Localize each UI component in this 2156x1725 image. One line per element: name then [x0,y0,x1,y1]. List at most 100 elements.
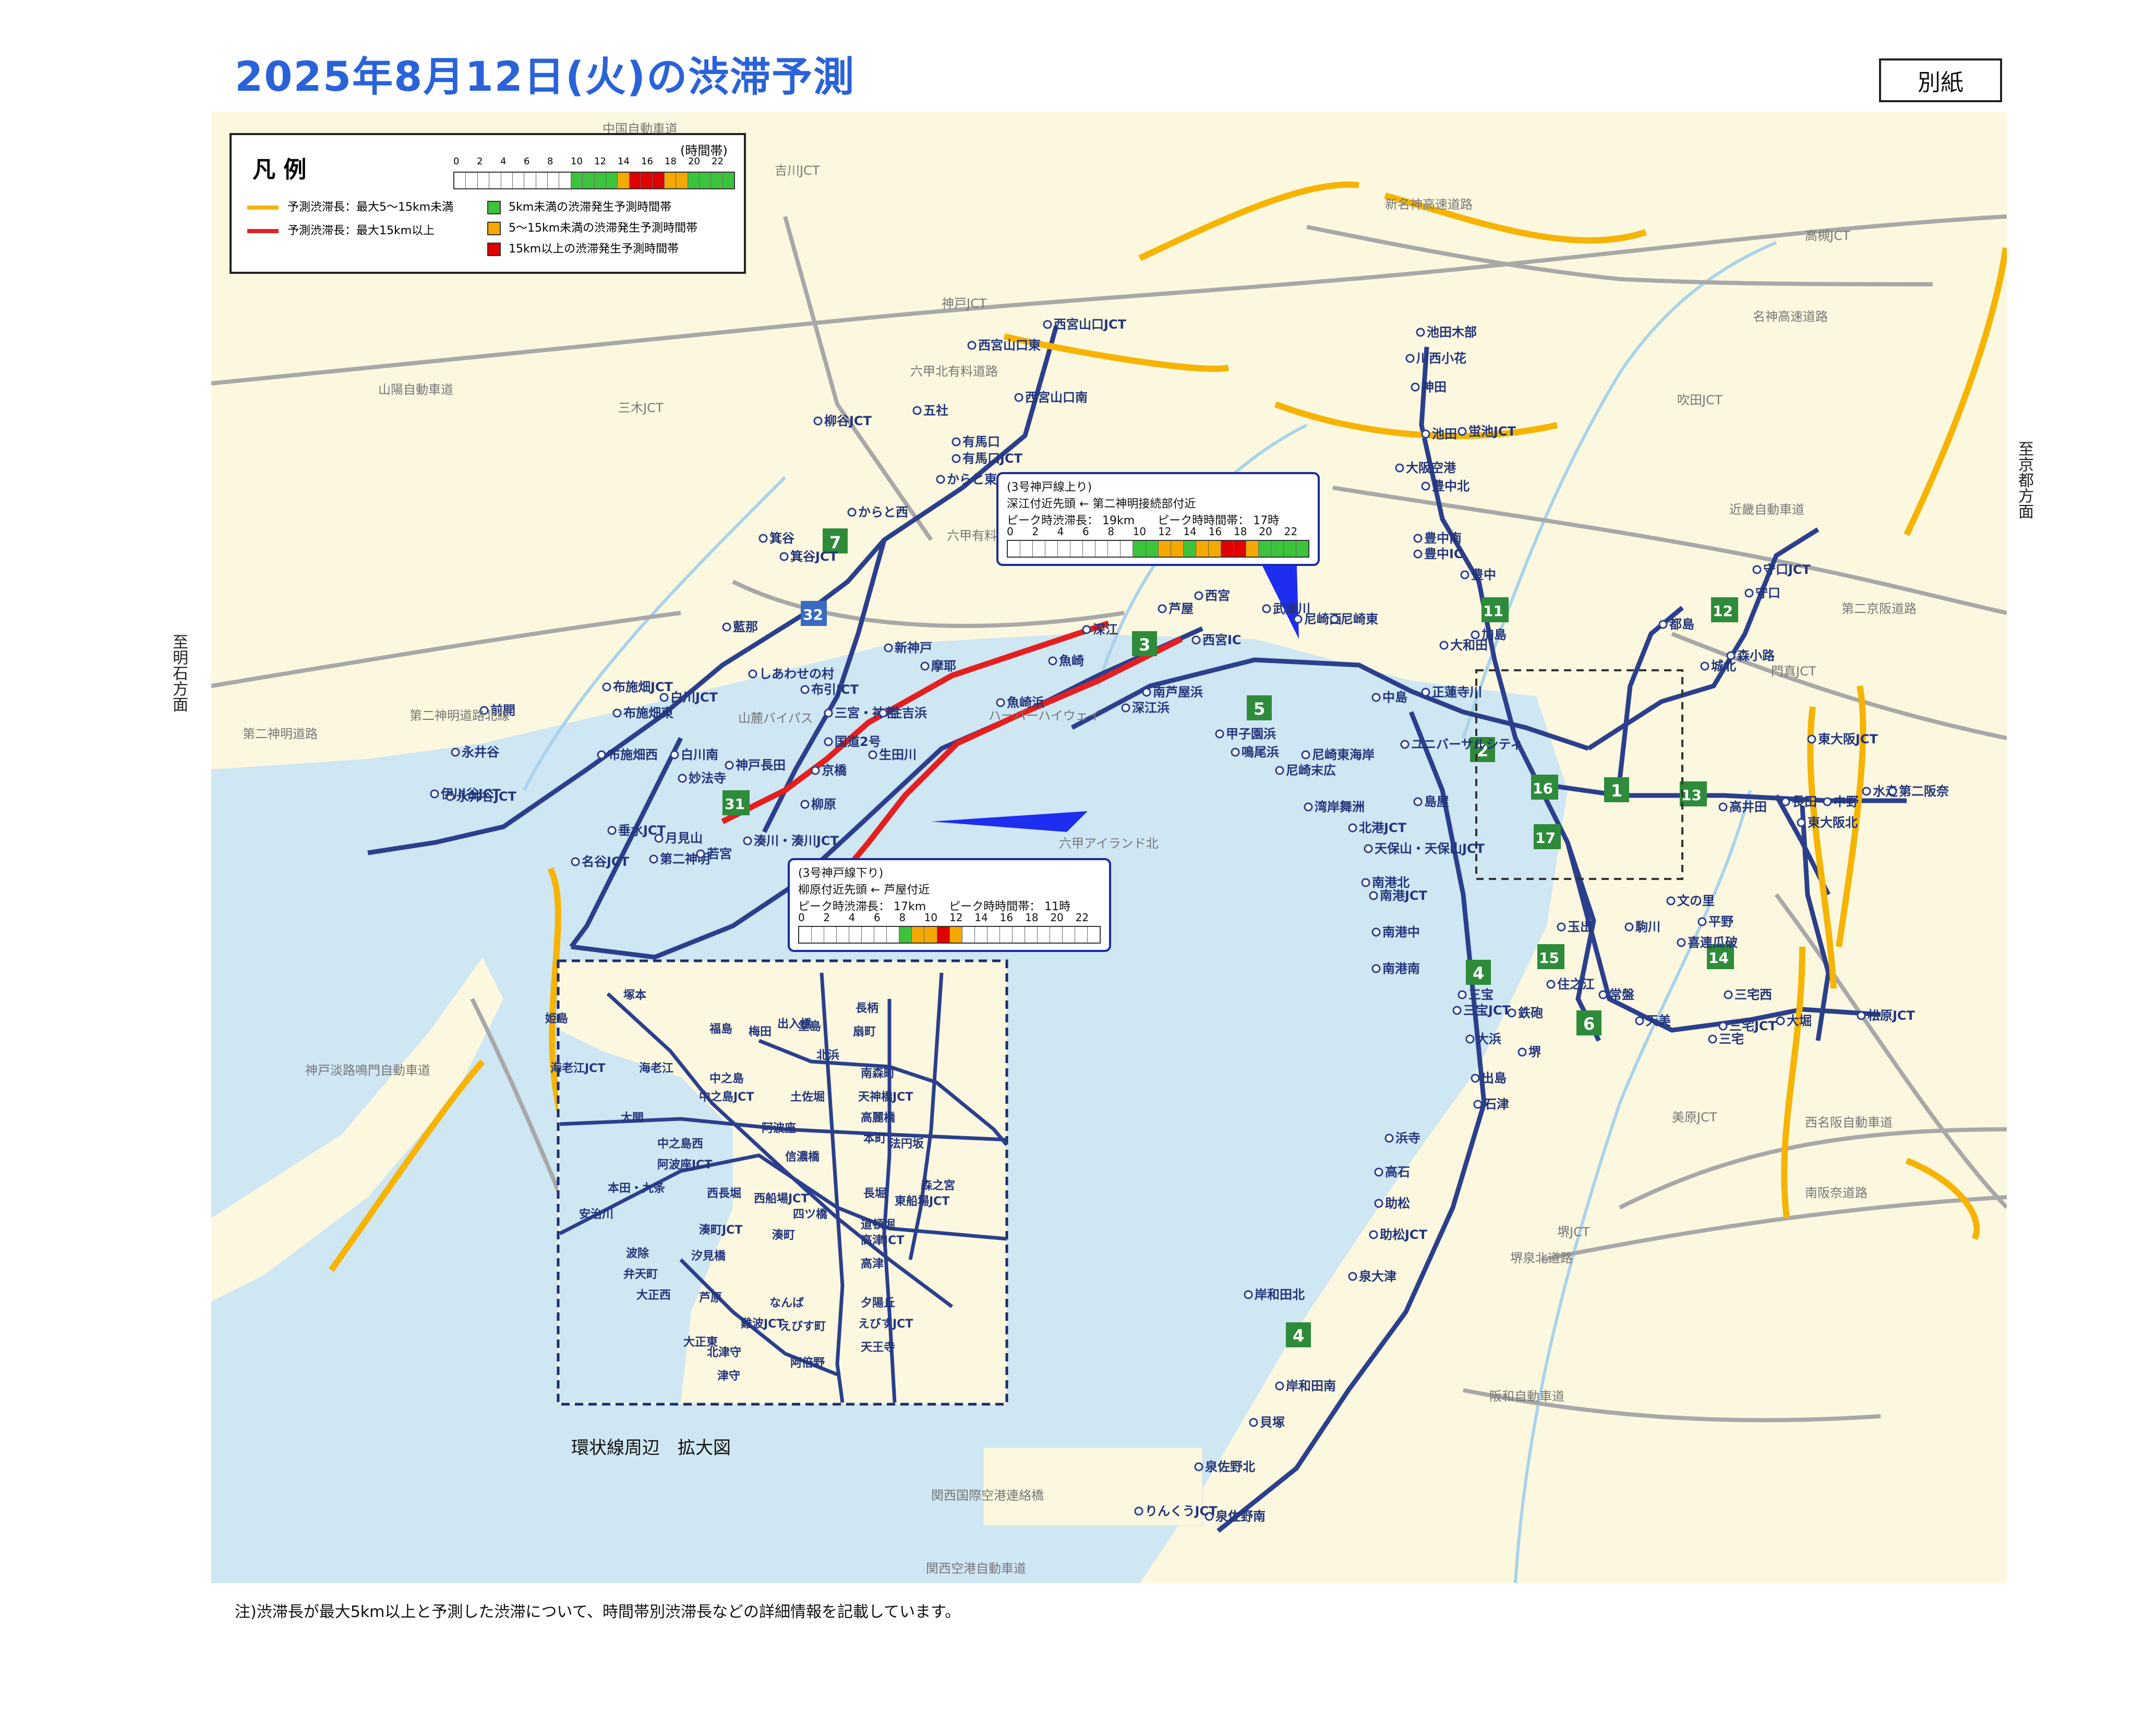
place-label: しあわせの村 [759,667,834,681]
svg-text:15: 15 [1539,949,1559,967]
inset-caption: 環状線周辺 拡大図 [571,1438,731,1458]
inset-place-label: なんば [769,1297,804,1310]
place-label: 白川JCT [670,690,718,705]
callout-up-cell-16 [1208,541,1221,557]
inset-place-label: 大正西 [636,1289,671,1302]
inset-place-label: 阿波座JCT [657,1158,712,1172]
road-name-label: 三木JCT [618,401,664,415]
callout-up-cell-20 [1258,541,1271,557]
callout-up-tick-8: 8 [1107,525,1115,538]
route-shield-15: 15 [1537,944,1564,969]
place-label: からと東 [947,472,997,487]
place-label: 有馬口 [962,435,1000,449]
road-name-label: 近畿自動車道 [1729,502,1804,517]
place-label: 正蓮寺川 [1432,685,1482,699]
road-name-label: 神戸JCT [942,296,987,311]
callout-down-cell-5 [861,927,874,943]
inset-place-label: 高麗橋 [861,1111,896,1125]
callout-down-tick-8: 8 [899,911,906,924]
callout-up-cell-21 [1270,541,1284,557]
legend-cell-23 [722,173,734,188]
interchange-marker [1275,1381,1284,1391]
place-label: 三宝 [1468,987,1493,1002]
callout-down-cell-20 [1049,927,1062,943]
interchange-marker [1724,990,1733,999]
callout-down-cell-9 [911,927,924,943]
callout-down-cell-23 [1087,927,1100,943]
interchange-marker [1369,891,1378,900]
inset-place-label: 中之島 [709,1072,744,1085]
callout-down-tick-12: 12 [949,911,963,924]
callout-kobe-down: (3号神戸線下り) 柳原付近先頭 ← 芦屋付近 ピーク時渋滞長： 17km ピー… [788,858,1111,952]
road-name-label: 高槻JCT [1805,228,1850,243]
interchange-marker [1371,927,1381,937]
route-shield-5: 5 [1247,695,1272,720]
interchange-marker [597,750,606,759]
inset-place-label: 本田・九条 [608,1181,666,1195]
interchange-marker [1014,393,1023,402]
callout-up-tick-18: 18 [1234,525,1247,538]
inset-place-label: 道頓堀 [861,1218,895,1232]
footnote: 注)渋滞長が最大5km以上と予測した渋滞について、時間帯別渋滞長などの詳細情報を… [235,1603,961,1621]
route-shield-13: 13 [1680,781,1707,806]
inset-place-label: 長堀 [863,1187,886,1200]
interchange-marker [824,737,833,746]
callout-up-cell-22 [1283,541,1296,557]
callout-down-cell-19 [1037,927,1050,943]
interchange-marker [602,682,611,692]
svg-text:17: 17 [1535,829,1556,847]
interchange-marker [571,857,580,866]
road-name-label: 門真JCT [1771,664,1816,679]
place-label: 東大阪JCT [1818,732,1878,746]
interchange-marker [1411,382,1420,392]
road-name-label: 名神高速道路 [1753,309,1828,324]
interchange-marker [1546,980,1556,989]
place-label: 三宝JCT [1463,1003,1511,1018]
place-label: 守口 [1755,586,1780,600]
place-label: 川西小花 [1416,351,1466,366]
interchange-marker [878,708,888,718]
interchange-marker [670,750,679,759]
interchange-marker [1215,729,1224,739]
loop-area-box [1475,669,1683,880]
inset-place-label: 阿倍野 [790,1356,825,1370]
interchange-marker [1043,320,1052,329]
legend-tick-18: 18 [665,156,677,167]
road-name-label: 南阪奈道路 [1805,1186,1868,1200]
route-shield-4a: 4 [1466,960,1491,985]
callout-down-section: 柳原付近先頭 ← 芦屋付近 [798,884,930,897]
legend-cell-12 [594,173,606,188]
interchange-marker [1374,1199,1383,1208]
place-label: 摩耶 [931,659,956,673]
side-label-right: 至京都方面 [2015,441,2033,519]
place-label: 住之江 [1557,977,1595,992]
callout-down-cell-7 [886,927,899,943]
road-name-label: 吉川JCT [775,163,820,178]
callout-up-tick-6: 6 [1082,525,1089,538]
interchange-marker [725,761,734,770]
svg-text:1: 1 [1611,781,1622,801]
interchange-marker [1776,1016,1785,1026]
interchange-marker [951,454,961,463]
interchange-marker [1205,1512,1214,1521]
interchange-marker [884,643,893,653]
legend-tick-22: 22 [712,156,724,167]
legend-cell-1 [465,173,477,188]
road-name-label: 山陽自動車道 [378,382,453,397]
callout-up-cell-8 [1107,541,1121,557]
place-label: 大浜 [1476,1032,1501,1046]
interchange-marker [1658,620,1668,629]
callout-up-tick-4: 4 [1057,525,1064,538]
red-congestion [721,620,1183,876]
annex-label: 別紙 [1879,58,2002,102]
legend-tick-2: 2 [477,156,483,167]
legend-tick-16: 16 [641,156,653,167]
interchange-marker [1797,818,1806,827]
interchange-marker [1458,990,1467,999]
interchange-marker [743,836,752,846]
callout-down-cell-18 [1024,927,1037,943]
